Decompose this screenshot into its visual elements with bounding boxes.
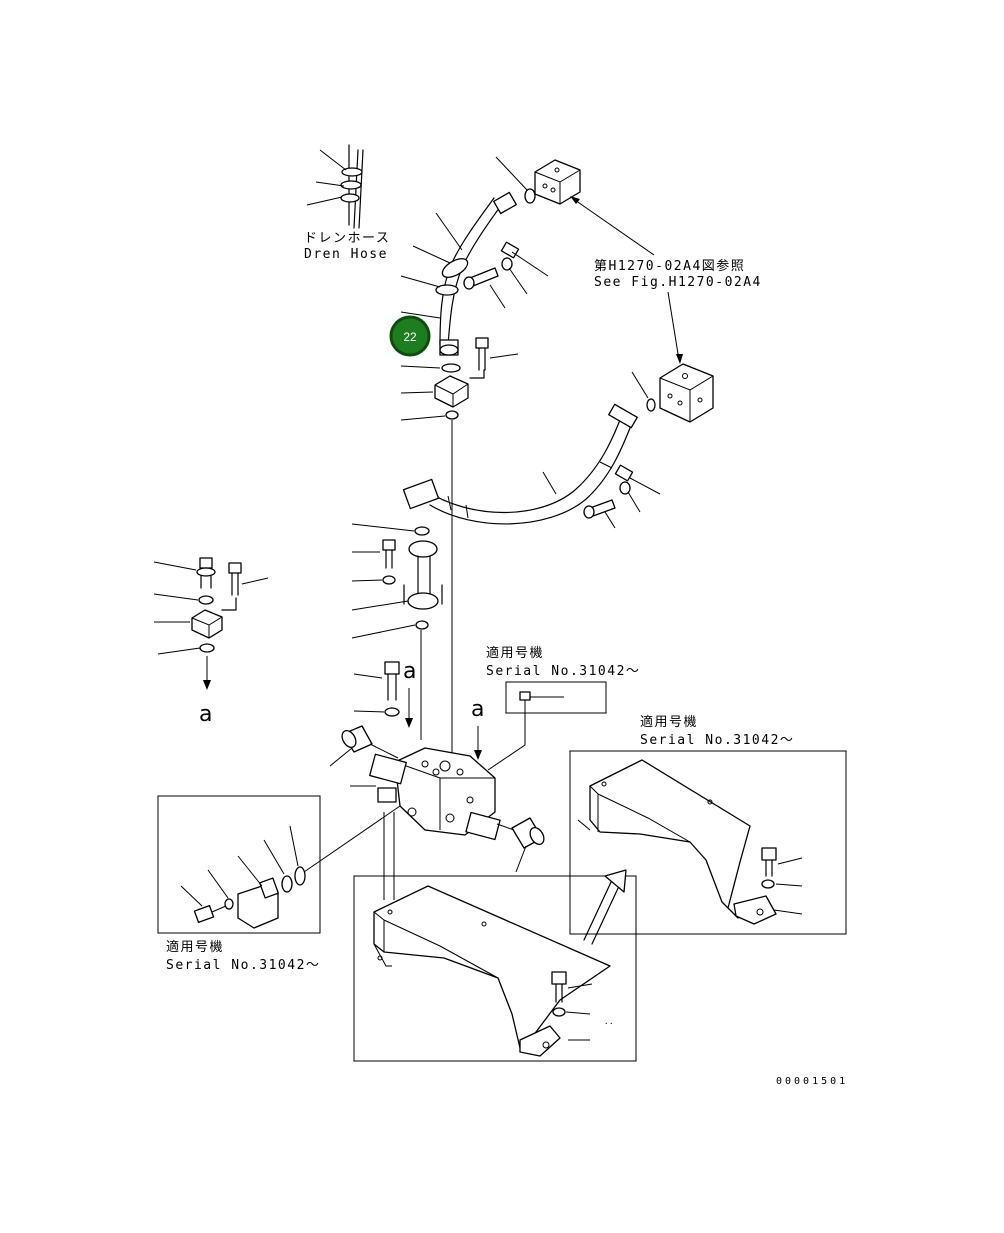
bracket-lower: . . <box>353 875 637 1062</box>
top-block <box>534 159 581 205</box>
applicable-label-center: 適用号機 <box>486 645 544 661</box>
upper-flange-stack <box>400 337 519 760</box>
serial-label-center: Serial No.31042～ <box>486 664 640 679</box>
left-tube-stack <box>351 523 443 740</box>
center-bolt: a a <box>353 659 484 760</box>
serial-box-left: 適用号機 Serial No.31042～ <box>157 795 321 973</box>
applicable-label-right: 適用号機 <box>640 714 698 730</box>
bracket-arrow <box>583 869 627 945</box>
main-hose <box>402 403 661 529</box>
serial-label-right: Serial No.31042～ <box>640 733 794 748</box>
svg-text:. .: . . <box>605 1016 613 1027</box>
right-block <box>631 363 714 423</box>
callout-badge-circle[interactable] <box>389 315 431 357</box>
ref-a-right: a <box>471 697 484 722</box>
applicable-label-left: 適用号機 <box>166 939 224 955</box>
valve-body <box>303 725 545 900</box>
serial-label-left: Serial No.31042～ <box>166 958 320 973</box>
drain-hose-label-en: Dren Hose <box>304 247 388 262</box>
callout-number: 22 <box>403 330 417 344</box>
upper-clamp-bolts <box>463 156 549 309</box>
drain-hose-label-jp: ドレンホース <box>304 231 390 246</box>
ref-a-center: a <box>403 659 416 684</box>
drain-hose-assembly: ドレンホース Dren Hose <box>304 144 390 262</box>
see-fig-label-en: See Fig.H1270-02A4 <box>594 275 762 290</box>
drawing-number: 00001501 <box>776 1076 848 1087</box>
serial-box-right: 適用号機 Serial No.31042～ <box>569 714 847 935</box>
callout-22[interactable]: 22 <box>389 315 431 357</box>
see-fig-reference: 第H1270-02A4図参照 See Fig.H1270-02A4 <box>570 196 762 364</box>
ref-a-left: a <box>199 702 212 727</box>
see-fig-label-jp: 第H1270-02A4図参照 <box>594 258 745 274</box>
left-flange-group: a <box>153 557 269 727</box>
serial-box-center: 適用号機 Serial No.31042～ <box>486 645 640 771</box>
